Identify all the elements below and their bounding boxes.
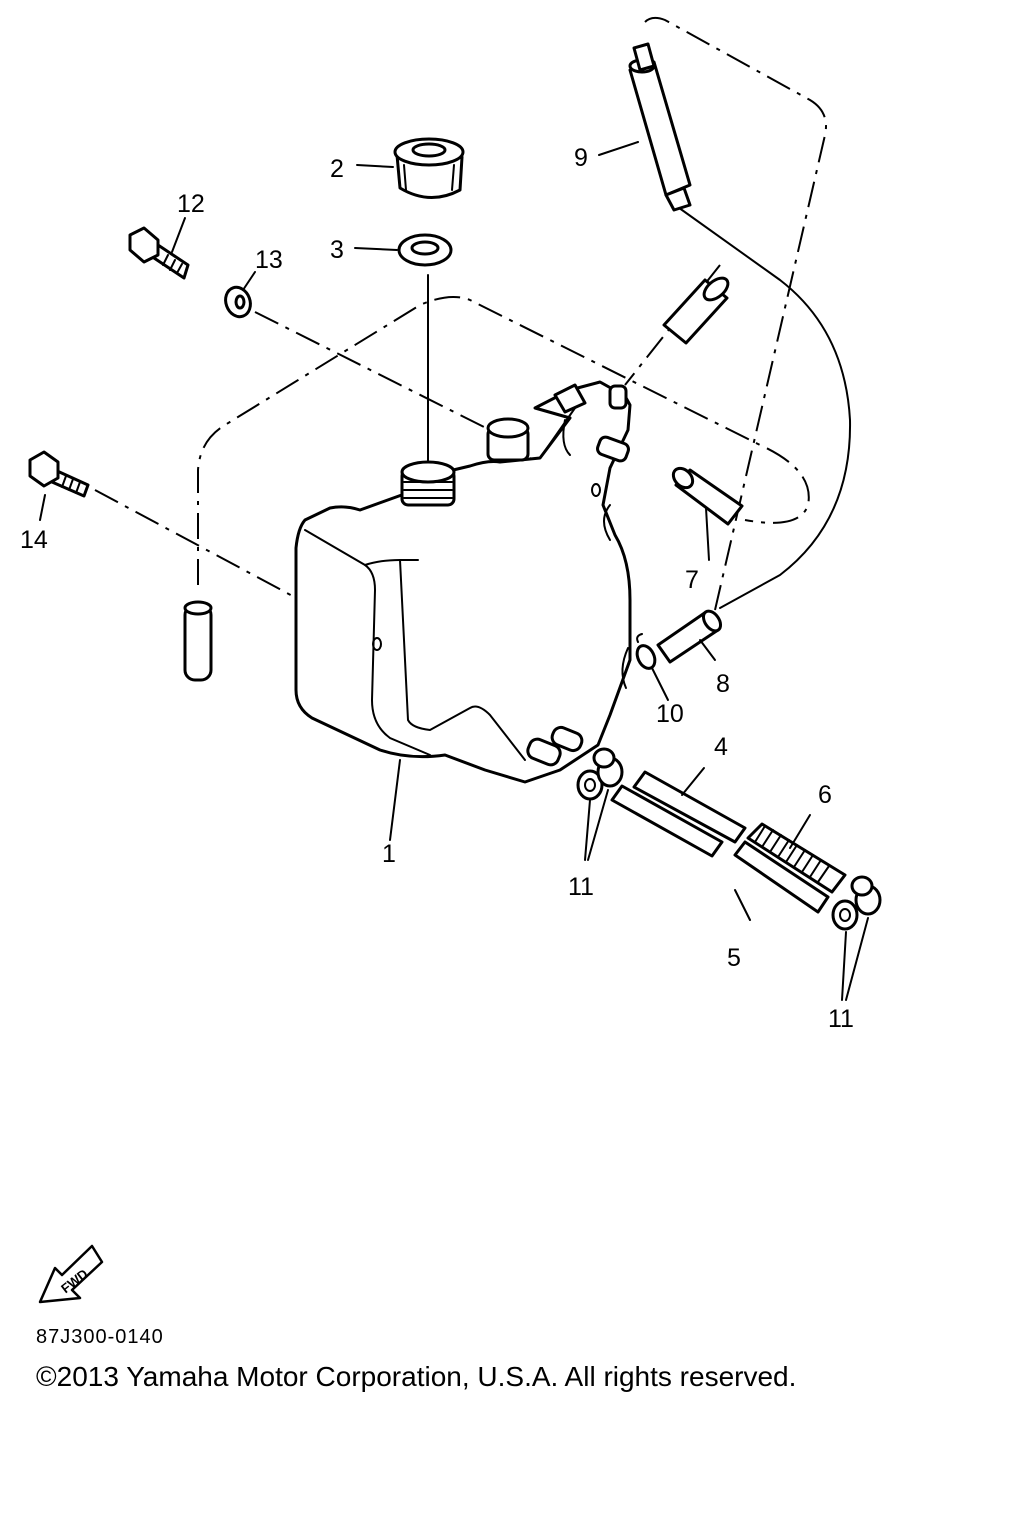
- gasket: [397, 233, 453, 267]
- routing-hose: [662, 276, 730, 345]
- callout-1: 1: [382, 840, 396, 868]
- vertical-hose: [183, 600, 213, 682]
- hose-7: [671, 466, 744, 526]
- callout-numbers: 1 2 3 4 5 6 7 8 9 10 11 11 12 13 14: [20, 144, 854, 1033]
- drawing-code: 87J300-0140: [36, 1326, 164, 1348]
- clip-10: [635, 633, 657, 670]
- hose-4: [610, 770, 747, 858]
- leader-lines: [39, 141, 869, 1001]
- washer-13: [224, 285, 252, 319]
- callout-11-lower: 11: [828, 1005, 854, 1033]
- fwd-arrow: FWD: [38, 1244, 104, 1304]
- callout-4: 4: [714, 733, 728, 761]
- clamps-11-lower: [831, 875, 882, 931]
- callout-9: 9: [574, 144, 588, 172]
- bolt-12: [128, 226, 190, 280]
- callout-10: 10: [656, 700, 684, 728]
- callout-14: 14: [20, 526, 48, 554]
- callout-7: 7: [685, 566, 699, 594]
- callout-13: 13: [255, 246, 283, 274]
- callout-5: 5: [727, 944, 741, 972]
- hose-5: [733, 840, 830, 914]
- callout-12: 12: [177, 190, 205, 218]
- hose-9: [628, 42, 692, 212]
- oil-tank: [294, 380, 632, 784]
- filler-cap: [393, 137, 465, 200]
- hose-8: [656, 609, 723, 664]
- clamps-11-upper: [576, 747, 624, 801]
- callout-11-upper: 11: [568, 873, 594, 901]
- callout-3: 3: [330, 236, 344, 264]
- callout-6: 6: [818, 781, 832, 809]
- copyright-notice: ©2013 Yamaha Motor Corporation, U.S.A. A…: [36, 1361, 797, 1392]
- callout-2: 2: [330, 155, 344, 183]
- callout-8: 8: [716, 670, 730, 698]
- bolt-14: [28, 450, 90, 498]
- hose-6-spring: [746, 822, 847, 894]
